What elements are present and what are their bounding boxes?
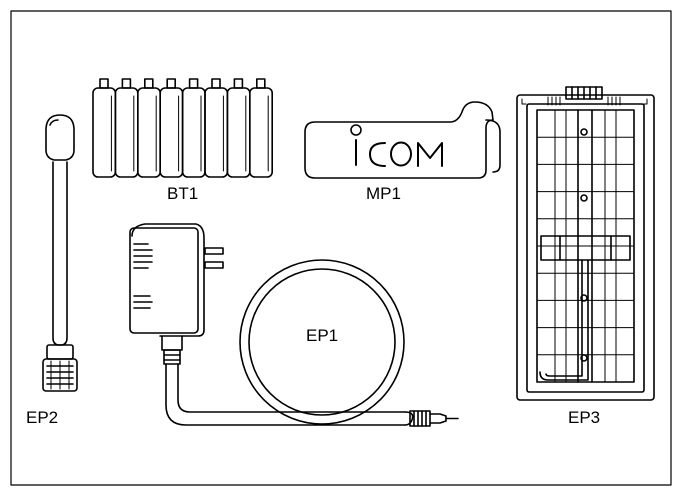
battery-cell-terminal <box>188 78 199 89</box>
label-ep3: EP3 <box>568 408 601 427</box>
battery-cell-terminal <box>121 78 132 89</box>
label-ep2: EP2 <box>26 408 59 427</box>
battery-cell <box>159 87 184 178</box>
label-ep1: EP1 <box>306 326 339 345</box>
battery-cell <box>204 87 229 178</box>
battery-cell-terminal <box>166 78 176 89</box>
clip-mp1 <box>304 101 501 179</box>
battery-cell <box>114 87 139 178</box>
battery-cell-terminal <box>255 78 266 89</box>
label-mp1: MP1 <box>366 184 401 203</box>
battery-cell-terminal <box>211 78 221 89</box>
battery-cell <box>226 87 251 178</box>
battery-cell-terminal <box>144 78 154 89</box>
battery-cell <box>181 87 206 178</box>
antenna-ep2 <box>42 114 78 392</box>
ac-adapter-ep1 <box>129 223 459 427</box>
diagram-border <box>10 10 672 486</box>
battery-cell-terminal <box>99 78 109 89</box>
battery-cell-terminal <box>233 78 244 89</box>
battery-cell <box>137 87 162 178</box>
battery-cell <box>249 87 274 178</box>
label-bt1: BT1 <box>167 184 199 203</box>
battery-case-ep3 <box>516 86 655 401</box>
battery-pack-bt1 <box>92 78 274 178</box>
battery-cell <box>92 87 117 178</box>
